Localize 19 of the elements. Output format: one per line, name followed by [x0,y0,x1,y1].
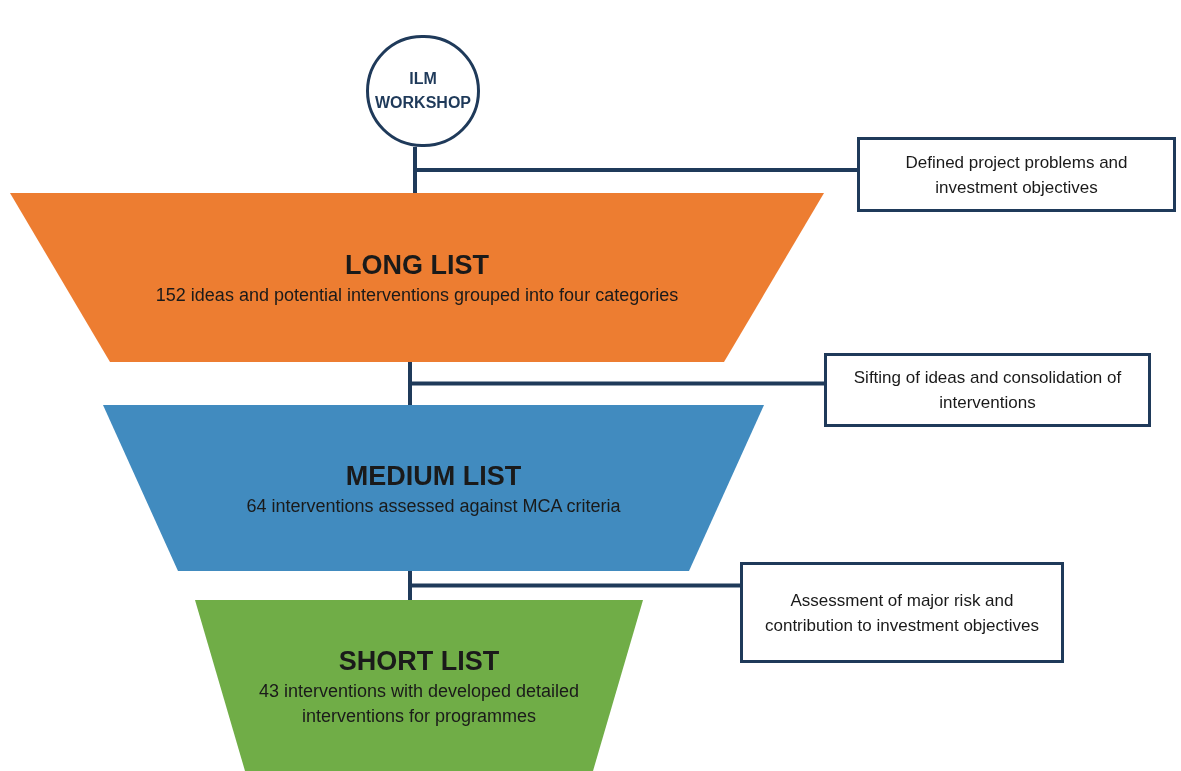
note-box [857,137,1176,212]
note-text: Sifting of ideas and consolidation of interventions [852,367,1123,414]
note-box [740,562,1064,663]
stage-description: 64 interventions assessed against MCA criteria [245,494,622,518]
stage-description: 43 interventions with developed detailed interventions for programmes [257,679,581,728]
stage-heading: MEDIUM LIST [344,459,523,493]
funnel-stage [10,193,824,362]
funnel-stage [103,405,764,571]
stage-heading: LONG LIST [344,249,490,282]
connector-line [413,147,857,172]
connector-line [408,571,740,588]
connector-line [408,362,824,386]
note-text: Defined project problems and investment objectives [904,151,1129,199]
note-box [824,353,1151,427]
note-text: Assessment of major risk and contribution to investment objectives [763,589,1040,637]
stage-heading: SHORT LIST [337,644,501,678]
circle-label: ILM WORKSHOP [375,69,471,113]
funnel-stage [195,600,643,771]
stage-description: 152 ideas and potential interventions grouped into four categories [154,284,680,307]
